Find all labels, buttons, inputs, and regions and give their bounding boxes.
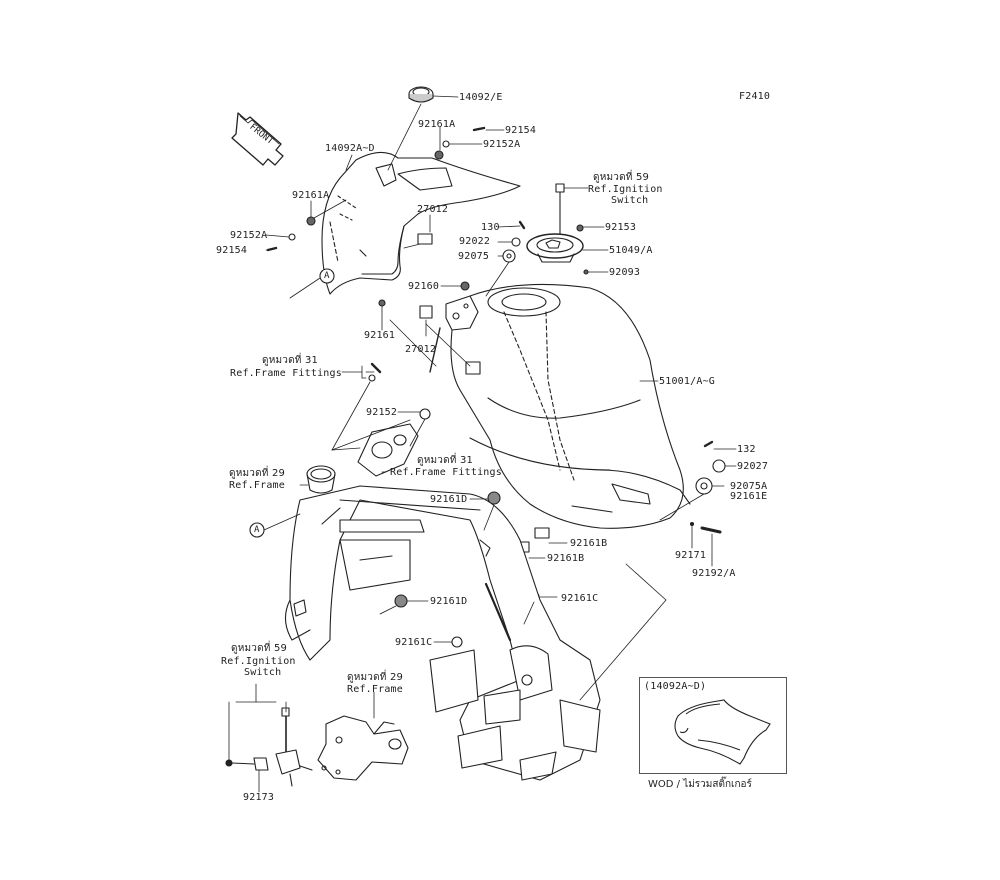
part-label-92161[interactable]: 92161	[364, 330, 396, 341]
leader-lines	[228, 95, 737, 793]
cap-seal-part	[408, 86, 434, 103]
marker-a-top-label: A	[324, 271, 330, 281]
ref-frame-left-line1[interactable]: Ref.Frame	[229, 480, 285, 491]
inset-title: (14092A~D)	[644, 681, 707, 692]
ignition-switch-part	[225, 707, 313, 787]
part-label-92154-left[interactable]: 92154	[216, 245, 248, 256]
ref-ignition-bottom-thai: ดูหมวดที่ 59	[231, 643, 288, 654]
part-label-27012-mid[interactable]: 27012	[405, 344, 437, 355]
part-label-92152a-left[interactable]: 92152A	[230, 230, 268, 241]
part-label-92161a[interactable]: 92161A	[418, 119, 456, 130]
ref-ignition-top-line1[interactable]: Ref.Ignition	[588, 184, 663, 195]
part-label-92153[interactable]: 92153	[605, 222, 637, 233]
fuel-tank-part	[450, 283, 691, 529]
ref-frame-left-thai: ดูหมวดที่ 29	[229, 468, 286, 479]
tank-cover-part	[321, 151, 521, 295]
head-pipe-seal-part	[306, 465, 336, 494]
part-label-92152[interactable]: 92152	[366, 407, 398, 418]
sticker-part	[417, 233, 433, 245]
part-label-132[interactable]: 132	[737, 444, 756, 455]
part-label-92161e[interactable]: 92161E	[730, 491, 768, 502]
marker-a-top	[289, 268, 335, 299]
part-label-92161c-low[interactable]: 92161C	[395, 637, 433, 648]
part-label-92152a[interactable]: 92152A	[483, 139, 521, 150]
part-label-92161b-2[interactable]: 92161B	[547, 553, 585, 564]
cap-assembly-part	[526, 183, 584, 263]
part-label-92093[interactable]: 92093	[609, 267, 641, 278]
frame-head-part	[317, 715, 409, 781]
ref-frame-fittings-left-line1[interactable]: Ref.Frame Fittings	[230, 368, 342, 379]
part-label-27012[interactable]: 27012	[417, 204, 449, 215]
ref-frame-fittings-mid-line1[interactable]: Ref.Frame Fittings	[390, 467, 502, 478]
part-label-92075a[interactable]: 92075A	[730, 481, 768, 492]
steering-bracket-part	[357, 423, 419, 477]
inset-cover-icon	[674, 699, 771, 765]
front-arrow-icon: FRONT	[231, 112, 284, 166]
ref-ignition-top-line2[interactable]: Switch	[611, 195, 649, 206]
marker-a-bottom-label: A	[254, 525, 260, 535]
part-label-92027[interactable]: 92027	[737, 461, 769, 472]
frame-part	[284, 485, 601, 781]
part-label-92022[interactable]: 92022	[459, 236, 491, 247]
part-label-92171[interactable]: 92171	[675, 550, 707, 561]
part-label-92160[interactable]: 92160	[408, 281, 440, 292]
part-label-92075[interactable]: 92075	[458, 251, 490, 262]
part-label-92161a-left[interactable]: 92161A	[292, 190, 330, 201]
ref-frame-fittings-mid-thai: ดูหมวดที่ 31	[417, 455, 474, 466]
part-label-92192-a[interactable]: 92192/A	[692, 568, 736, 579]
part-label-51001-a-g[interactable]: 51001/A~G	[659, 376, 715, 387]
part-label-14092a-d[interactable]: 14092A~D	[325, 143, 375, 154]
part-label-92161b-1[interactable]: 92161B	[570, 538, 608, 549]
ref-ignition-bottom-line2[interactable]: Switch	[244, 667, 282, 678]
tank-bracket-part	[429, 295, 479, 373]
ref-frame-bottom-line1[interactable]: Ref.Frame	[347, 684, 403, 695]
part-label-130[interactable]: 130	[481, 222, 500, 233]
figure-code: F2410	[739, 91, 771, 102]
part-label-92161c-right[interactable]: 92161C	[561, 593, 599, 604]
part-label-92161d-top[interactable]: 92161D	[430, 494, 468, 505]
inset-box: (14092A~D)	[639, 677, 787, 774]
ref-frame-bottom-thai: ดูหมวดที่ 29	[347, 672, 404, 683]
ref-ignition-top-thai: ดูหมวดที่ 59	[593, 172, 650, 183]
inset-caption: WOD / ไม่รวมสติ๊กเกอร์	[648, 779, 752, 790]
sticker-part	[419, 305, 433, 319]
part-label-51049-a[interactable]: 51049/A	[609, 245, 653, 256]
marker-a-bottom	[249, 522, 265, 538]
part-label-92173[interactable]: 92173	[243, 792, 275, 803]
ref-frame-fittings-left-thai: ดูหมวดที่ 31	[262, 355, 319, 366]
part-label-92161d-mid[interactable]: 92161D	[430, 596, 468, 607]
part-label-14092-e[interactable]: 14092/E	[459, 92, 503, 103]
part-label-92154[interactable]: 92154	[505, 125, 537, 136]
ref-ignition-bottom-line1[interactable]: Ref.Ignition	[221, 656, 296, 667]
